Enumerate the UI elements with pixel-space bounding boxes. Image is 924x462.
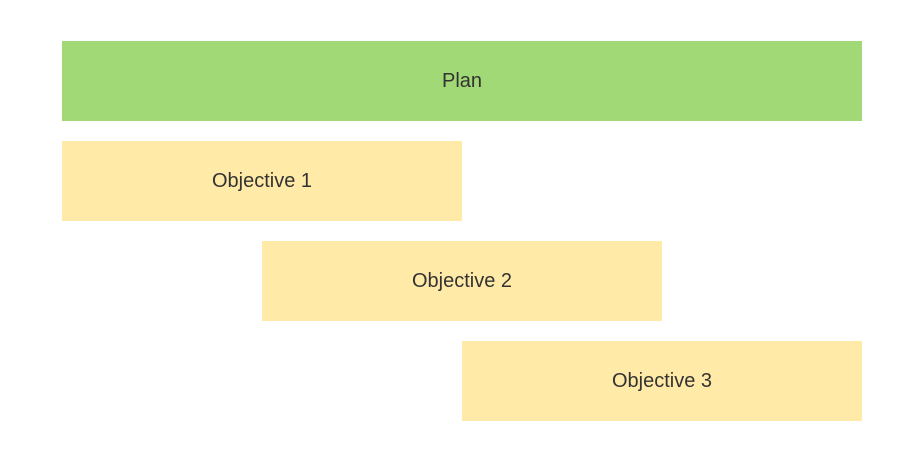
objective-1-block: Objective 1 <box>62 141 462 221</box>
objective-2-label: Objective 2 <box>411 269 513 292</box>
objective-1-label: Objective 1 <box>211 169 313 192</box>
objective-3-block: Objective 3 <box>462 341 862 421</box>
plan-label: Plan <box>441 69 483 92</box>
plan-block: Plan <box>62 41 862 121</box>
objective-3-label: Objective 3 <box>611 369 713 392</box>
objective-2-block: Objective 2 <box>262 241 662 321</box>
